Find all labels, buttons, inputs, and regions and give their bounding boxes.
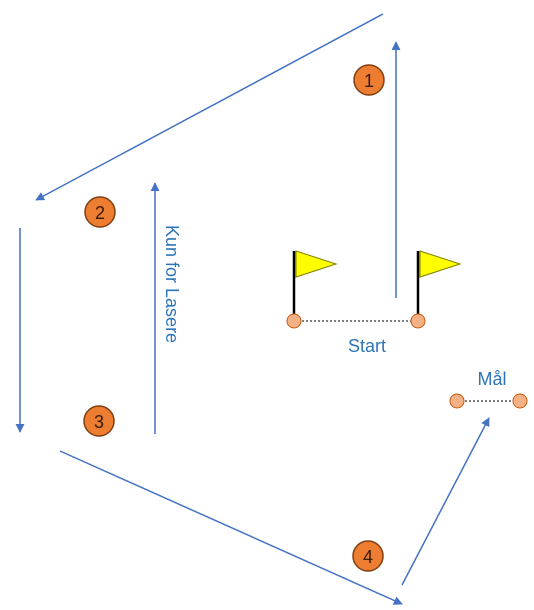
buoy-4-label: 4	[363, 547, 373, 567]
start-mark-right	[410, 313, 426, 329]
leg-buoy-1-to-buoy-2	[35, 13, 384, 201]
laser-note: Kun for Lasere	[162, 225, 182, 343]
finish-mark-left	[449, 393, 465, 409]
buoy-1-label: 1	[364, 71, 374, 91]
buoy-2-marker	[84, 196, 116, 228]
finish-mark-right	[512, 393, 528, 409]
start-line: Start	[286, 250, 462, 356]
start-flag-left-icon	[295, 250, 338, 278]
buoy-4: 4	[352, 540, 384, 572]
finish-label: Mål	[477, 369, 506, 389]
buoy-2: 2	[84, 196, 116, 228]
leg-buoy-3-to-buoy-4	[59, 450, 403, 605]
course-legs	[15, 13, 490, 605]
buoy-1-marker	[353, 64, 385, 96]
finish-line: Mål	[449, 369, 528, 409]
start-mark-left	[286, 313, 302, 329]
buoy-4-marker	[352, 540, 384, 572]
buoy-3: 3	[83, 405, 115, 437]
leg-buoy-4-to-finish	[401, 417, 490, 586]
buoy-3-marker	[83, 405, 115, 437]
buoy-3-label: 3	[94, 412, 104, 432]
buoys: 1 2 3 4	[83, 64, 385, 572]
start-label: Start	[348, 336, 386, 356]
buoy-2-label: 2	[95, 203, 105, 223]
buoy-1: 1	[353, 64, 385, 96]
start-flag-right-icon	[419, 250, 462, 278]
